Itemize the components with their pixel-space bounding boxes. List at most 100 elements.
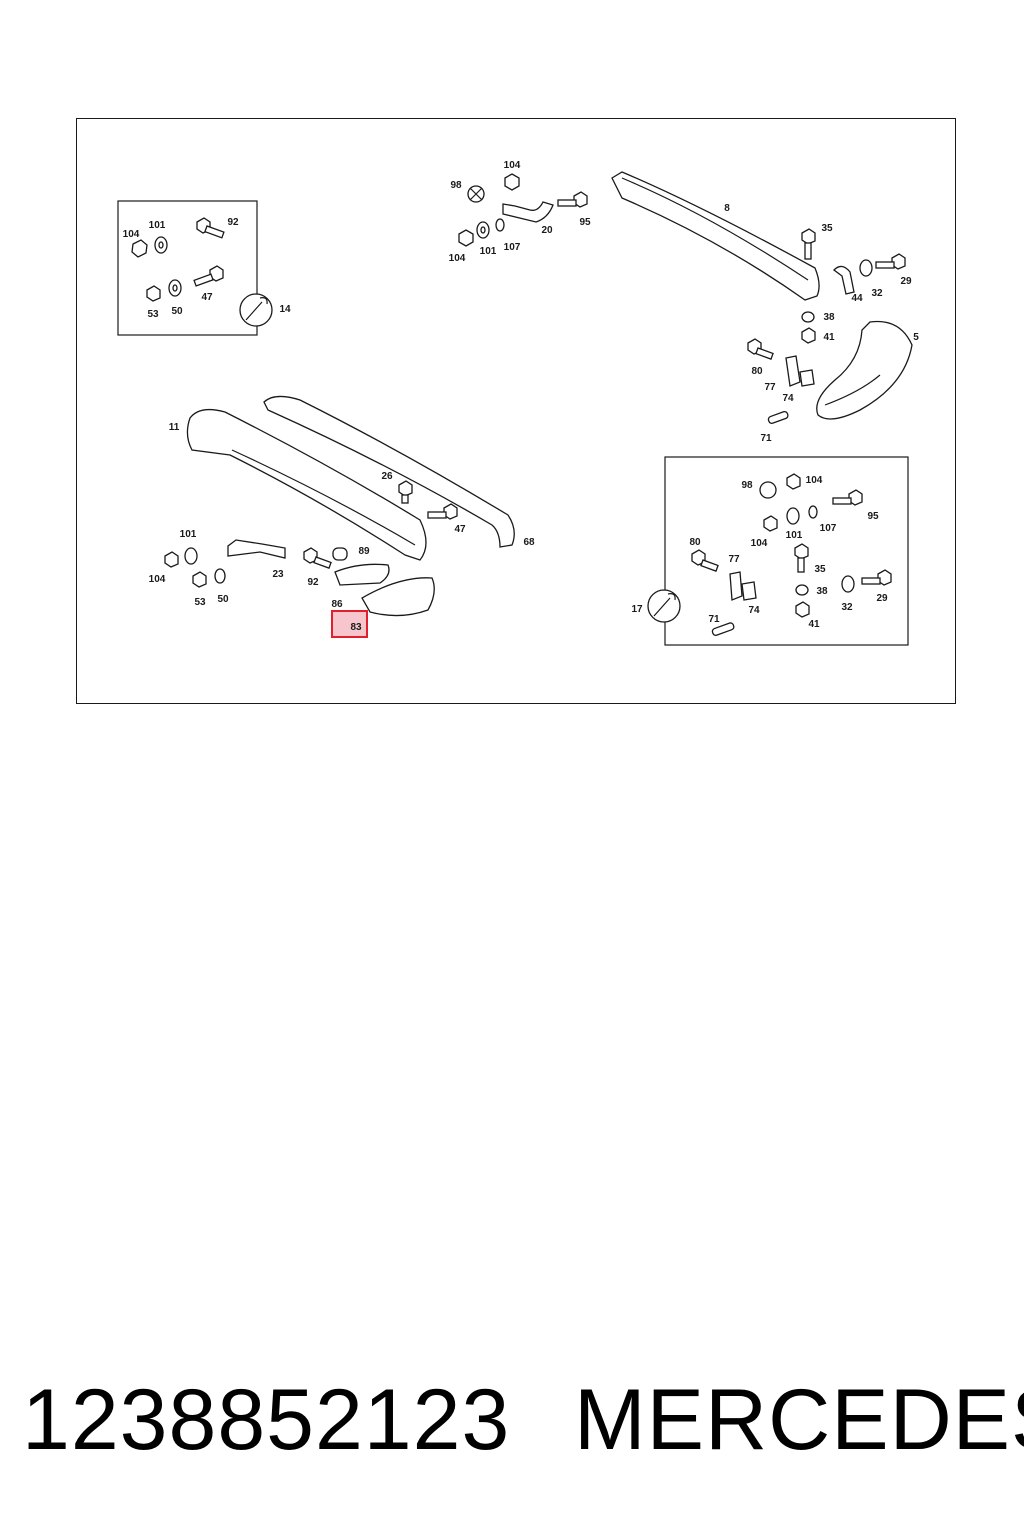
pin-icon [767, 410, 789, 424]
bolt-icon [794, 543, 809, 573]
callout-11: 11 [169, 422, 180, 433]
callout-104: 104 [449, 253, 466, 264]
washer-icon [168, 279, 182, 297]
bolt-icon [196, 217, 225, 239]
brand-name: MERCEDES [574, 1372, 1024, 1468]
callout-68: 68 [523, 537, 535, 548]
callout-107: 107 [504, 242, 521, 253]
nut-icon [146, 285, 161, 302]
callout-20: 20 [541, 225, 553, 236]
washer-icon [154, 236, 168, 254]
washer-icon [795, 584, 809, 596]
bracket-icon [502, 201, 554, 223]
callout-74: 74 [748, 605, 760, 616]
washer-icon [214, 568, 226, 584]
lock-washer-icon [759, 481, 777, 499]
bolt-icon [875, 253, 906, 270]
callout-101: 101 [786, 530, 803, 541]
bolt-icon [193, 265, 224, 287]
mount-plate-icon [334, 563, 390, 586]
inset-box-right [664, 456, 909, 646]
bolt-icon [557, 191, 588, 208]
callout-41: 41 [808, 619, 820, 630]
bolt-icon [332, 547, 348, 561]
pin-icon [711, 622, 735, 636]
washer-icon [841, 575, 855, 593]
callout-98: 98 [741, 480, 753, 491]
wrench-icon [239, 293, 273, 327]
nut-icon [458, 229, 474, 247]
callout-29: 29 [900, 276, 912, 287]
part-number: 1238852123 [22, 1372, 511, 1468]
bolt-icon [398, 480, 413, 504]
callout-95: 95 [867, 511, 879, 522]
lock-washer-icon [467, 185, 485, 203]
callout-104: 104 [504, 160, 521, 171]
washer-icon [184, 547, 198, 565]
nut-icon [131, 239, 148, 258]
callout-101: 101 [149, 220, 166, 231]
callout-74: 74 [782, 393, 794, 404]
footer: 1238852123 MERCEDES [0, 1370, 1024, 1470]
callout-101: 101 [480, 246, 497, 257]
callout-47: 47 [454, 524, 466, 535]
bolt-icon [832, 489, 863, 506]
callout-29: 29 [876, 593, 888, 604]
callout-77: 77 [728, 554, 740, 565]
callout-50: 50 [217, 594, 229, 605]
nut-icon [192, 571, 207, 588]
nut-icon [786, 473, 801, 490]
bolt-icon [861, 569, 892, 586]
callout-98: 98 [450, 180, 462, 191]
callout-104: 104 [806, 475, 823, 486]
callout-35: 35 [814, 564, 826, 575]
callout-89: 89 [358, 546, 370, 557]
washer-icon [476, 221, 490, 239]
nut-icon [795, 601, 810, 618]
callout-95: 95 [579, 217, 591, 228]
guard-pad [361, 577, 435, 617]
callout-5: 5 [913, 332, 919, 343]
washer-icon [859, 259, 873, 277]
callout-14: 14 [279, 304, 291, 315]
callout-26: 26 [381, 471, 393, 482]
washer-icon [801, 311, 815, 323]
callout-53: 53 [147, 309, 159, 320]
wrench-icon [647, 589, 681, 623]
callout-71: 71 [760, 433, 772, 444]
rubber-strip [263, 395, 515, 548]
callout-80: 80 [689, 537, 701, 548]
bolt-icon [747, 338, 774, 360]
highlight-box [331, 610, 368, 638]
callout-83: 83 [350, 622, 362, 633]
callout-17: 17 [631, 604, 643, 615]
callout-50: 50 [171, 306, 183, 317]
callout-38: 38 [816, 586, 828, 597]
clip-icon [799, 369, 815, 387]
bracket-icon [227, 539, 286, 559]
callout-86: 86 [331, 599, 343, 610]
diagram-frame [76, 118, 956, 704]
callout-92: 92 [227, 217, 239, 228]
callout-107: 107 [820, 523, 837, 534]
washer-icon [495, 218, 505, 232]
callout-92: 92 [307, 577, 319, 588]
callout-101: 101 [180, 529, 197, 540]
callout-80: 80 [751, 366, 763, 377]
callout-41: 41 [823, 332, 835, 343]
callout-44: 44 [851, 293, 863, 304]
callout-8: 8 [724, 203, 730, 214]
callout-71: 71 [708, 614, 720, 625]
callout-47: 47 [201, 292, 213, 303]
callout-104: 104 [123, 229, 140, 240]
bolt-icon [691, 549, 719, 572]
washer-icon [808, 505, 818, 519]
callout-38: 38 [823, 312, 835, 323]
clip-icon [729, 571, 743, 601]
washer-icon [786, 507, 800, 525]
inset-box-left [117, 200, 258, 336]
bolt-icon [801, 228, 816, 260]
callout-35: 35 [821, 223, 833, 234]
